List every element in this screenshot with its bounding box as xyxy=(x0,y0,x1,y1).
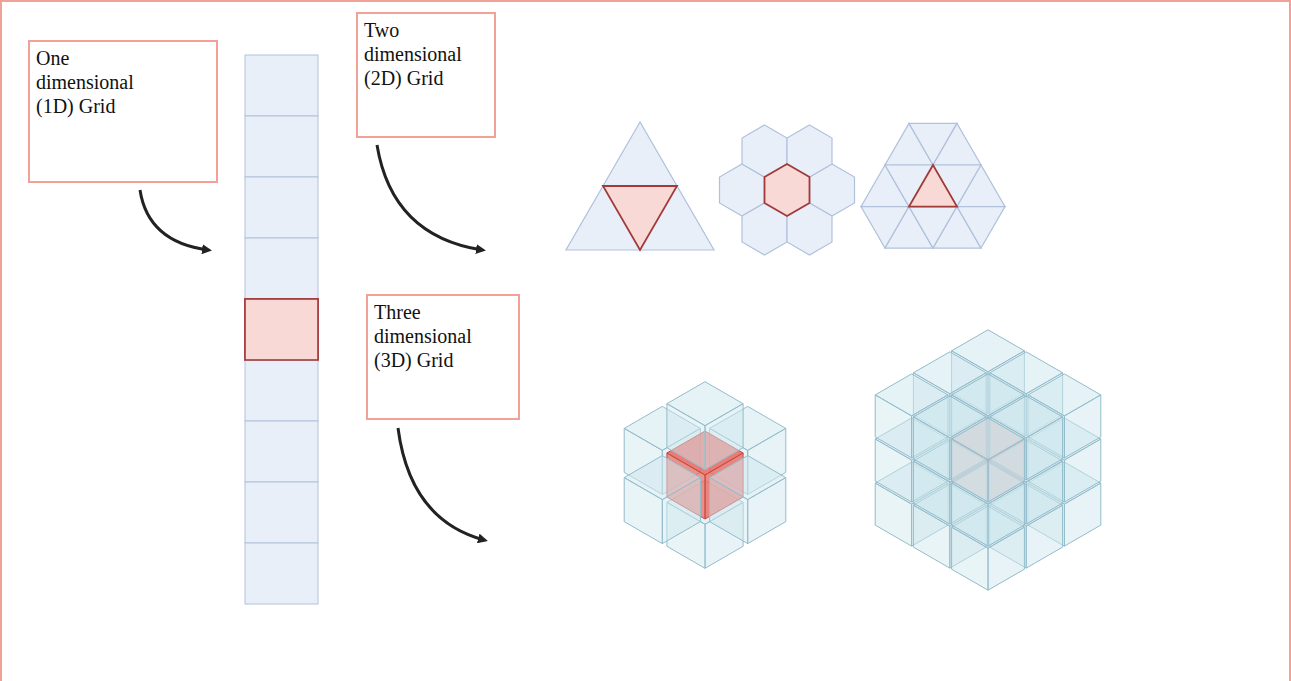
grid-cell xyxy=(245,543,318,604)
cube-face xyxy=(1026,417,1062,480)
cube-face xyxy=(624,478,662,544)
grid-cell xyxy=(245,421,318,482)
cube-face xyxy=(705,404,743,470)
label-box: Three dimensional (3D) Grid xyxy=(366,294,520,420)
grid-2d xyxy=(566,122,1005,255)
curved-arrow xyxy=(398,428,484,540)
cube-face xyxy=(1064,395,1100,458)
triangle-cell xyxy=(933,123,981,165)
highlight-cell xyxy=(245,299,318,360)
cube-face xyxy=(952,439,988,502)
label-text: Two dimensional (2D) Grid xyxy=(364,18,488,90)
label-box: Two dimensional (2D) Grid xyxy=(356,12,496,138)
grid-cell xyxy=(245,482,318,543)
cube-face xyxy=(913,417,949,480)
curved-arrow xyxy=(140,190,208,250)
highlight-triangle xyxy=(909,165,957,207)
grid-cell xyxy=(245,360,318,421)
cube-face xyxy=(710,478,748,544)
label-text: One dimensional (1D) Grid xyxy=(36,46,156,118)
cube-face xyxy=(748,478,786,544)
grid-3d xyxy=(624,330,1101,590)
grid-cell xyxy=(245,55,318,116)
highlight-hex xyxy=(765,164,810,216)
grid-cell xyxy=(245,116,318,177)
cube-face xyxy=(988,439,1024,502)
grid-1d xyxy=(245,55,318,604)
triangle-cell xyxy=(957,207,1005,249)
grid-cell xyxy=(245,177,318,238)
triangle-cell xyxy=(957,165,1005,207)
grid-cell xyxy=(245,238,318,299)
triangle-grid xyxy=(566,122,714,250)
label-box: One dimensional (1D) Grid xyxy=(28,40,218,183)
curved-arrow xyxy=(377,145,482,250)
cube-face xyxy=(875,395,911,458)
cube-face xyxy=(662,478,700,544)
highlight-cell xyxy=(245,299,318,360)
cube-face xyxy=(667,404,705,470)
label-text: Three dimensional (3D) Grid xyxy=(374,300,504,372)
highlight-triangle xyxy=(603,186,677,250)
